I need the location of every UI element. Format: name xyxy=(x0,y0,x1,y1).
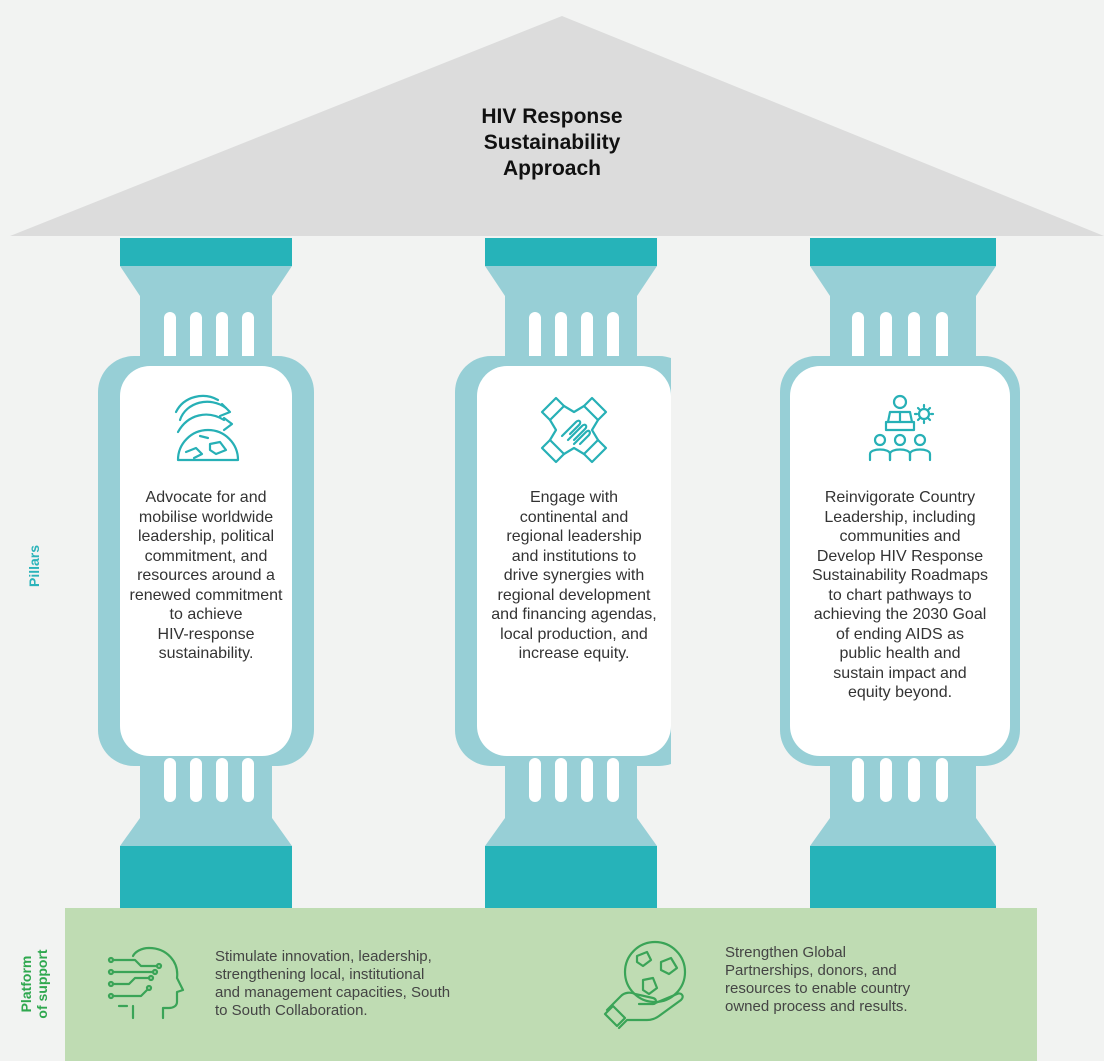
pillar-text-line: to achieve xyxy=(169,606,243,623)
pillar-text-line: sustain impact and xyxy=(833,664,967,682)
pillar-text-line: leadership, political xyxy=(137,528,275,545)
pillar-text-line: achieving the 2030 Goal xyxy=(813,606,987,623)
pillar-text: Advocate for and mobilise worldwide lead… xyxy=(126,488,286,664)
pillar-text-line: equity beyond. xyxy=(847,684,953,701)
support-text-line: strengthening local, institutional xyxy=(215,966,425,983)
pillar-column-3: Reinvigorate Country Leadership, includi… xyxy=(780,238,1020,910)
pillar-text-line: Engage with xyxy=(529,489,619,506)
pillar-text-line: Develop HIV Response xyxy=(816,547,984,565)
pillar-text-line: increase equity. xyxy=(518,645,630,662)
handshake-icon xyxy=(477,390,671,470)
pillar-text-line: of ending AIDS as xyxy=(835,625,965,643)
pillar-card: Engage with continental and regional lea… xyxy=(477,366,671,756)
support-item: Strengthen Global Partnerships, donors, … xyxy=(603,932,1023,1042)
support-text-line: Strengthen Global xyxy=(725,944,846,961)
pillar-text-line: renewed commitment xyxy=(129,586,283,604)
support-text-line: owned process and results. xyxy=(725,998,908,1015)
pillar-text-line: and financing agendas, xyxy=(491,606,657,623)
support-text-line: Stimulate innovation, leadership, xyxy=(215,948,432,965)
support-text-line: to South Collaboration. xyxy=(215,1002,368,1019)
pillar-text: Engage with continental and regional lea… xyxy=(483,488,665,664)
pillar-text-line: HIV-response xyxy=(157,625,255,643)
pillar-card: Advocate for and mobilise worldwide lead… xyxy=(120,366,292,756)
pillar-text-line: commitment, and xyxy=(144,547,268,565)
pillar-card: Reinvigorate Country Leadership, includi… xyxy=(790,366,1010,756)
pillar-text-line: and institutions to xyxy=(511,547,637,565)
pillar-text-line: local production, and xyxy=(500,625,648,643)
pillar-text-line: Sustainability Roadmaps xyxy=(811,567,989,584)
pillars-label-text: Pillars xyxy=(26,544,42,588)
pillar-text-line: continental and xyxy=(519,508,629,526)
pillar-text-line: resources around a xyxy=(137,567,275,584)
support-item: Stimulate innovation, leadership, streng… xyxy=(105,940,565,1040)
pillar-text-line: regional development xyxy=(497,586,651,604)
pillar-text-line: public health and xyxy=(839,645,961,662)
pillar-text-line: Leadership, including xyxy=(824,508,976,526)
pillar-column-1: Advocate for and mobilise worldwide lead… xyxy=(98,238,314,910)
title-line: Sustainability xyxy=(483,131,621,154)
support-text-line: and management capacities, South xyxy=(215,984,451,1001)
support-text-line: resources to enable country xyxy=(725,980,911,997)
pillar-text-line: communities and xyxy=(839,528,961,545)
support-text-line: Partnerships, donors, and xyxy=(725,962,897,979)
pillar-text-line: mobilise worldwide xyxy=(138,508,274,526)
pillar-text-line: regional leadership xyxy=(506,528,642,545)
support-text: Strengthen Global Partnerships, donors, … xyxy=(725,944,910,1016)
platform-label-line: Platform xyxy=(18,955,34,1013)
support-text: Stimulate innovation, leadership, streng… xyxy=(215,948,450,1020)
pillar-text-line: Advocate for and xyxy=(145,489,267,506)
diagram-title: HIV Response Sustainability Approach xyxy=(402,104,702,182)
circuit-head-icon xyxy=(105,940,189,1029)
presenter-audience-icon xyxy=(790,390,1010,470)
globe-arrow-icon xyxy=(120,390,292,470)
pillar-text-line: drive synergies with xyxy=(503,567,645,584)
pillar-text-line: sustainability. xyxy=(158,645,254,662)
pillar-text: Reinvigorate Country Leadership, includi… xyxy=(796,488,1004,703)
platform-of-support: Stimulate innovation, leadership, streng… xyxy=(65,908,1037,1061)
pillar-text-line: Reinvigorate Country xyxy=(824,489,976,506)
title-line: HIV Response xyxy=(481,105,623,128)
title-line: Approach xyxy=(502,157,601,180)
pillar-text-line: to chart pathways to xyxy=(828,586,972,604)
platform-label-line: of support xyxy=(34,949,50,1019)
platform-label-text: Platform of support xyxy=(18,949,50,1018)
hand-globe-icon xyxy=(603,932,703,1037)
roof xyxy=(10,16,1104,236)
pillar-column-2: Engage with continental and regional lea… xyxy=(455,238,671,910)
